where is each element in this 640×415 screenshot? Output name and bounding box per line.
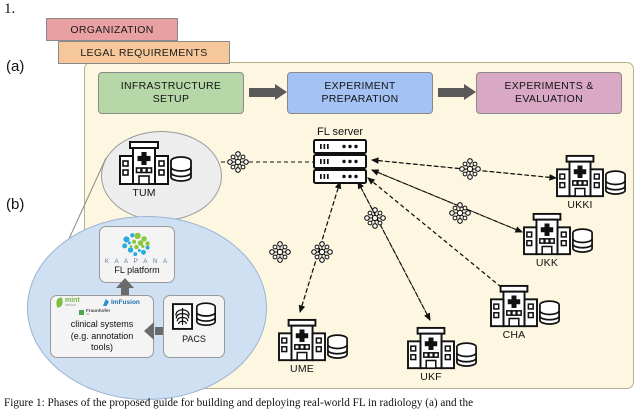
site-label-ukk: UKK bbox=[535, 257, 559, 269]
phase-line-1: EXPERIMENTS & bbox=[504, 80, 594, 92]
arrow-prep-to-eval bbox=[438, 84, 476, 100]
phase-experiments-evaluation: EXPERIMENTS & EVALUATION bbox=[476, 72, 622, 114]
pacs-label: PACS bbox=[182, 334, 206, 344]
fraunhofer-logo-subtext: IIS bbox=[86, 313, 90, 316]
site-node-ume: UME bbox=[277, 318, 349, 375]
fl-server-node: FL server bbox=[308, 126, 372, 186]
mint-leaf-icon bbox=[54, 296, 65, 308]
phase-line-2: EVALUATION bbox=[515, 93, 583, 105]
phase-line-1: EXPERIMENT bbox=[324, 80, 396, 92]
imfusion-logo-text: ImFusion bbox=[111, 299, 140, 306]
phase-experiment-preparation: EXPERIMENT PREPARATION bbox=[287, 72, 433, 114]
clinical-systems-line-3: tools) bbox=[90, 342, 113, 352]
imfusion-logo: ImFusion bbox=[103, 299, 140, 306]
hospital-icon bbox=[119, 141, 169, 185]
site-label-ume: UME bbox=[290, 363, 314, 375]
phase-line-2: PREPARATION bbox=[321, 93, 399, 105]
fraunhofer-logo-text: Fraunhofer bbox=[86, 308, 111, 313]
fl-server-label: FL server bbox=[316, 126, 364, 138]
kaapana-brain-icon bbox=[122, 232, 150, 257]
chip-legal-requirements: LEGAL REQUIREMENTS bbox=[58, 41, 230, 64]
vendor-logo-row: mint medical ImFusion Fraunhofer IIS bbox=[51, 296, 153, 318]
database-cylinder-icon bbox=[572, 228, 593, 253]
hospital-icon bbox=[523, 212, 571, 256]
hospital-icon bbox=[490, 284, 538, 328]
phase-line-2: SETUP bbox=[152, 93, 190, 105]
kaapana-platform-card: K A A P A N A FL platform bbox=[99, 226, 175, 283]
phase-infrastructure-setup: INFRASTRUCTURE SETUP bbox=[98, 72, 244, 114]
site-label-ukf: UKF bbox=[420, 371, 442, 383]
imfusion-mark-icon bbox=[103, 299, 109, 306]
database-cylinder-icon bbox=[170, 156, 192, 182]
pacs-card: PACS bbox=[163, 295, 225, 358]
site-node-ukk: UKK bbox=[522, 212, 594, 269]
figure-numeral: 1. bbox=[4, 1, 16, 17]
hospital-icon bbox=[278, 318, 326, 362]
arrow-infra-to-prep bbox=[249, 84, 287, 100]
arrow-clinical-to-platform bbox=[116, 278, 134, 297]
mint-logo-text: mint bbox=[65, 297, 80, 304]
database-cylinder-icon bbox=[605, 170, 626, 195]
site-node-cha: CHA bbox=[489, 284, 561, 341]
database-cylinder-icon bbox=[456, 342, 477, 367]
figure-caption: Figure 1: Phases of the proposed guide f… bbox=[4, 397, 474, 409]
mint-logo-subtext: medical bbox=[65, 303, 76, 307]
kaapana-brand-text: K A A P A N A bbox=[104, 258, 170, 265]
kaapana-subtitle: FL platform bbox=[114, 265, 160, 275]
site-node-ukki: UKKI bbox=[555, 154, 627, 211]
fraunhofer-logo: Fraunhofer IIS bbox=[79, 308, 110, 316]
site-label-ukki: UKKI bbox=[567, 199, 593, 211]
panel-label-a: (a) bbox=[6, 58, 25, 75]
phase-line-1: INFRASTRUCTURE bbox=[120, 80, 222, 92]
mint-medical-logo: mint medical bbox=[54, 296, 80, 308]
database-cylinder-icon bbox=[195, 302, 216, 326]
xray-thorax-icon bbox=[171, 302, 193, 330]
clinical-systems-card: mint medical ImFusion Fraunhofer IIS cli… bbox=[50, 295, 154, 358]
server-rack-icon bbox=[313, 139, 367, 184]
clinical-systems-line-2: (e.g. annotation bbox=[70, 330, 134, 341]
fraunhofer-square-icon bbox=[79, 309, 84, 315]
panel-label-b: (b) bbox=[6, 196, 25, 213]
site-node-ukf: UKF bbox=[406, 326, 478, 383]
hospital-icon bbox=[556, 154, 604, 198]
database-cylinder-icon bbox=[539, 300, 560, 325]
database-cylinder-icon bbox=[327, 334, 348, 359]
site-label-cha: CHA bbox=[502, 329, 526, 341]
site-label-tum: TUM bbox=[132, 187, 156, 199]
arrow-pacs-to-clinical bbox=[144, 322, 163, 340]
clinical-systems-line-1: clinical systems bbox=[70, 319, 134, 329]
site-node-tum: TUM bbox=[118, 140, 193, 199]
chip-organization: ORGANIZATION bbox=[46, 18, 178, 41]
hospital-icon bbox=[407, 326, 455, 370]
